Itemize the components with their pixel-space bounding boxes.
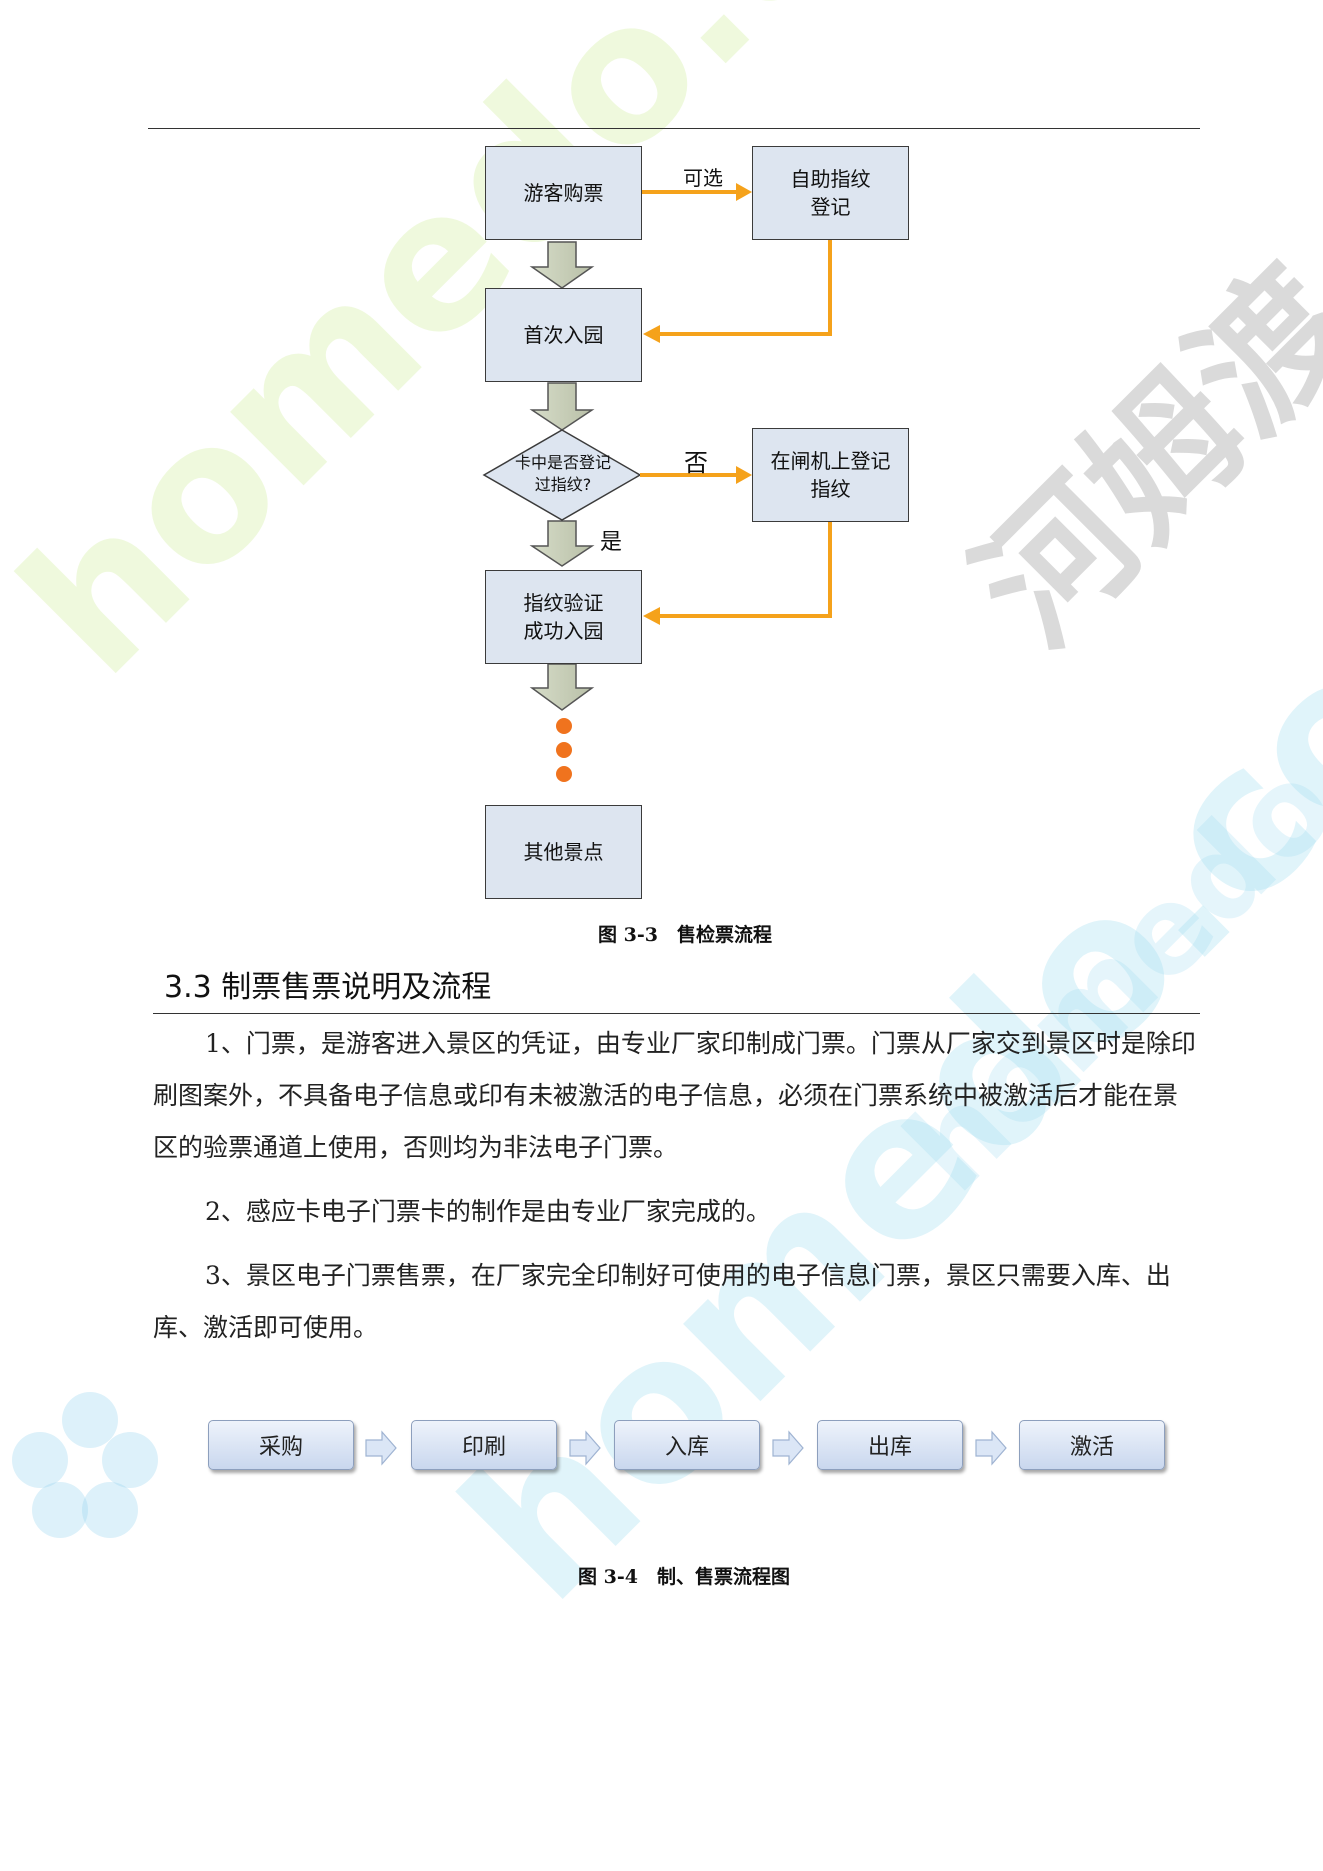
- process-step-print: 印刷: [411, 1420, 557, 1470]
- edge-label-yes: 是: [600, 530, 623, 555]
- node-other-spots: 其他景点: [485, 805, 642, 899]
- process-step-stock-out: 出库: [817, 1420, 963, 1470]
- node-self-fingerprint-register: 自助指纹 登记: [752, 146, 909, 240]
- paragraph-1: 1、门票，是游客进入景区的凭证，由专业厂家印制成门票。门票从厂家交到景区时是除印…: [153, 1029, 1196, 1162]
- process-step-activate: 激活: [1019, 1420, 1165, 1470]
- node-first-entry: 首次入园: [485, 288, 642, 382]
- figure-caption-3-3: 图 3-3 售检票流程: [598, 924, 772, 946]
- node-gate-register: 在闸机上登记 指纹: [752, 428, 909, 522]
- decision-diamond: [482, 429, 642, 521]
- node-decision-label: 卡中是否登记 过指纹?: [514, 453, 611, 494]
- figure-caption-3-4: 图 3-4 制、售票流程图: [578, 1566, 790, 1588]
- node-verify-success: 指纹验证 成功入园: [485, 570, 642, 664]
- process-step-stock-in: 入库: [614, 1420, 760, 1470]
- header-rule: [148, 128, 1200, 129]
- section-rule: [153, 1013, 1200, 1014]
- paragraph-3: 3、景区电子门票售票，在厂家完全印制好可使用的电子信息门票，景区只需要入库、出库…: [153, 1261, 1171, 1342]
- edge-label-optional: 可选: [683, 166, 723, 190]
- node-tourist-buy-ticket: 游客购票: [485, 146, 642, 240]
- paragraph-2: 2、感应卡电子门票卡的制作是由专业厂家完成的。: [205, 1197, 771, 1226]
- section-heading: 3.3 制票售票说明及流程: [164, 970, 492, 1005]
- edge-label-no: 否: [684, 449, 708, 477]
- process-step-purchase: 采购: [208, 1420, 354, 1470]
